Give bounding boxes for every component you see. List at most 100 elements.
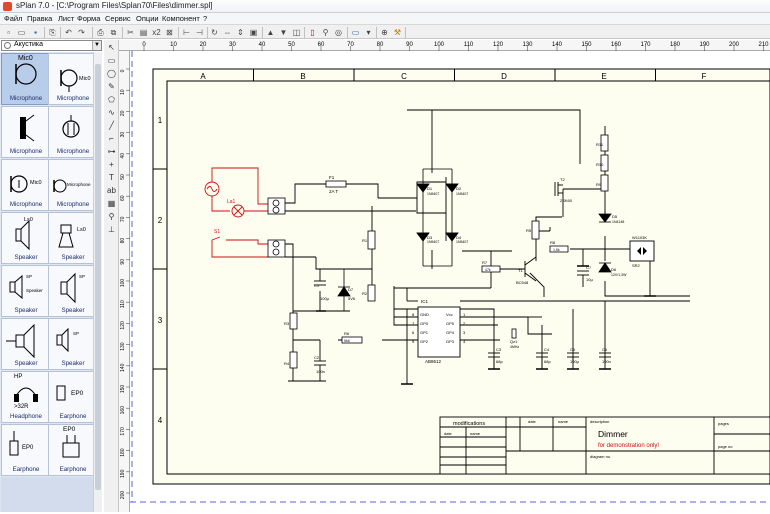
label-icon[interactable]: ab [107,186,116,195]
curve-icon[interactable]: ∿ [108,108,115,117]
to-front-icon[interactable]: ▲ [266,28,275,37]
menu-edit[interactable]: Правка [27,14,53,23]
component-value: 100µ [570,359,580,364]
properties-icon[interactable]: ◫ [292,28,301,37]
grid-dropdown-icon[interactable]: ▾ [366,28,371,37]
palette-label: Microphone [9,201,43,208]
component-value: 5V6 [348,296,356,301]
component-value: 47k [485,268,491,272]
menu-help[interactable]: ? [203,14,208,23]
palette-item-microphone-5[interactable]: Mic0 Microphone [1,159,51,211]
palette-item-microphone-3[interactable]: Microphone [1,106,51,158]
delete-icon[interactable]: ⊠ [166,28,173,37]
ruler-tick-label: 50 [288,42,295,48]
palette-item-headphone[interactable]: HP >32R Headphone [1,371,51,423]
palette-item-microphone-4[interactable]: Microphone [48,106,98,158]
ruler-tick-label: 200 [729,42,740,48]
palette-item-microphone-2[interactable]: Mic0 Microphone [48,53,98,105]
palette-item-speaker[interactable]: Ls0 Speaker [1,212,51,264]
export-icon[interactable]: ⎘ [49,28,56,37]
mirror-h-icon[interactable]: ⇔ [223,28,232,37]
palette-item-speaker-2[interactable]: Ls0 Speaker [48,212,98,264]
connector-icon[interactable]: ⊶ [107,147,116,156]
resistor-r3 [289,312,298,330]
chevron-down-icon[interactable]: ▼ [92,41,101,50]
palette-item-earphone[interactable]: EP0 Earphone [48,371,98,423]
menu-file[interactable]: Файл [4,14,23,23]
tb-date-2: date [528,419,537,424]
palette-item-speaker-3[interactable]: SP Speaker Speaker [1,265,51,317]
align-left-icon[interactable]: ⊢ [183,28,190,37]
search-icon[interactable]: ⚲ [322,28,329,37]
earphone-icon [9,431,19,456]
mirror-v-icon[interactable]: ⇕ [237,28,244,37]
paste-icon[interactable]: ▤ [139,28,148,37]
text-icon[interactable]: T [109,173,114,182]
speaker-icon [58,224,74,248]
redo-icon[interactable]: ↷ [78,28,85,37]
cut-icon[interactable]: ✂ [127,28,134,37]
palette-item-speaker-4[interactable]: SP Speaker [48,265,98,317]
row-label: 1 [158,116,163,125]
menu-component[interactable]: Компонент [162,14,200,23]
polygon-icon[interactable]: ⬠ [108,95,115,104]
open-folder-icon[interactable]: ▭ [17,28,26,37]
duplicate-icon[interactable]: x2 [152,28,161,37]
menu-form[interactable]: Форма [77,14,101,23]
speaker-icon [6,323,35,359]
undo-icon[interactable]: ↶ [65,28,72,37]
ruler-tick-label: 40 [259,42,266,48]
palette-item-speaker-5[interactable]: Speaker [1,318,51,370]
component-icon[interactable]: ▯ [310,28,315,37]
palette-item-microphone-6[interactable]: Microphone Microphone [48,159,98,211]
palette-label: Earphone [12,466,40,473]
palette-scrollbar-thumb[interactable] [95,64,101,490]
save-icon[interactable]: ▪ [34,28,37,37]
palette-item-speaker-6[interactable]: SP Speaker [48,318,98,370]
window-title: sPlan 7.0 - [C:\Program Files\Splan70\Fi… [16,1,213,10]
rectangle-icon[interactable]: ▭ [107,56,116,65]
line-icon[interactable]: ╱ [109,121,114,130]
menu-sheet[interactable]: Лист [58,14,75,23]
page-icon[interactable]: ▭ [351,28,360,37]
library-select[interactable]: Акустика ▼ [1,40,102,51]
zoom-icon[interactable]: ⊕ [381,28,388,37]
capacitor-c1 [314,269,326,286]
print-icon[interactable]: ⎙ [97,28,104,37]
column-label: D [501,72,507,81]
title-block[interactable] [439,416,770,475]
schematic-sheet[interactable]: A B C D E F 1 2 3 4 [130,51,770,512]
palette-item-earphone-3[interactable]: EP0 Earphone [48,424,98,476]
palette-item-microphone[interactable]: Mic0 Microphone [1,53,51,105]
palette-caption: HP [14,374,23,380]
microphone-icon [62,115,80,138]
measure-tool-icon[interactable]: ⊥ [108,225,115,234]
binoculars-icon[interactable]: ◎ [335,28,342,37]
component-label: R11 [596,142,604,147]
measure-icon[interactable]: ⚒ [393,28,402,37]
ellipse-icon[interactable]: ◯ [107,69,116,78]
ic1 [417,306,461,358]
component-label: SR2 [632,263,641,268]
palette-item-earphone-2[interactable]: EP0 Earphone [1,424,51,476]
new-file-icon[interactable]: ▫ [7,28,10,37]
align-right-icon[interactable]: ⊣ [196,28,203,37]
menu-service[interactable]: Сервис [105,14,131,23]
to-back-icon[interactable]: ▼ [279,28,288,37]
menu-options[interactable]: Опции [136,14,159,23]
magnifier-icon[interactable]: ⚲ [108,212,115,221]
drawing-canvas[interactable]: A B C D E F 1 2 3 4 [130,51,770,512]
pen-icon[interactable]: ✎ [108,82,115,91]
component-label: D6 [611,267,617,272]
image-icon[interactable]: ▦ [107,199,116,208]
junction-icon[interactable]: + [109,160,114,169]
palette-scrollbar[interactable] [93,52,102,512]
component-label: C1 [314,283,320,288]
copy-icon[interactable]: ⧉ [110,28,117,37]
wire-icon[interactable]: ⌐ [109,134,114,143]
rotate-icon[interactable]: ↻ [211,28,218,37]
component-value: W1103K [632,235,647,240]
component-label: C6 [602,347,608,352]
group-icon[interactable]: ▣ [249,28,258,37]
select-arrow-icon[interactable]: ↖ [108,43,115,52]
